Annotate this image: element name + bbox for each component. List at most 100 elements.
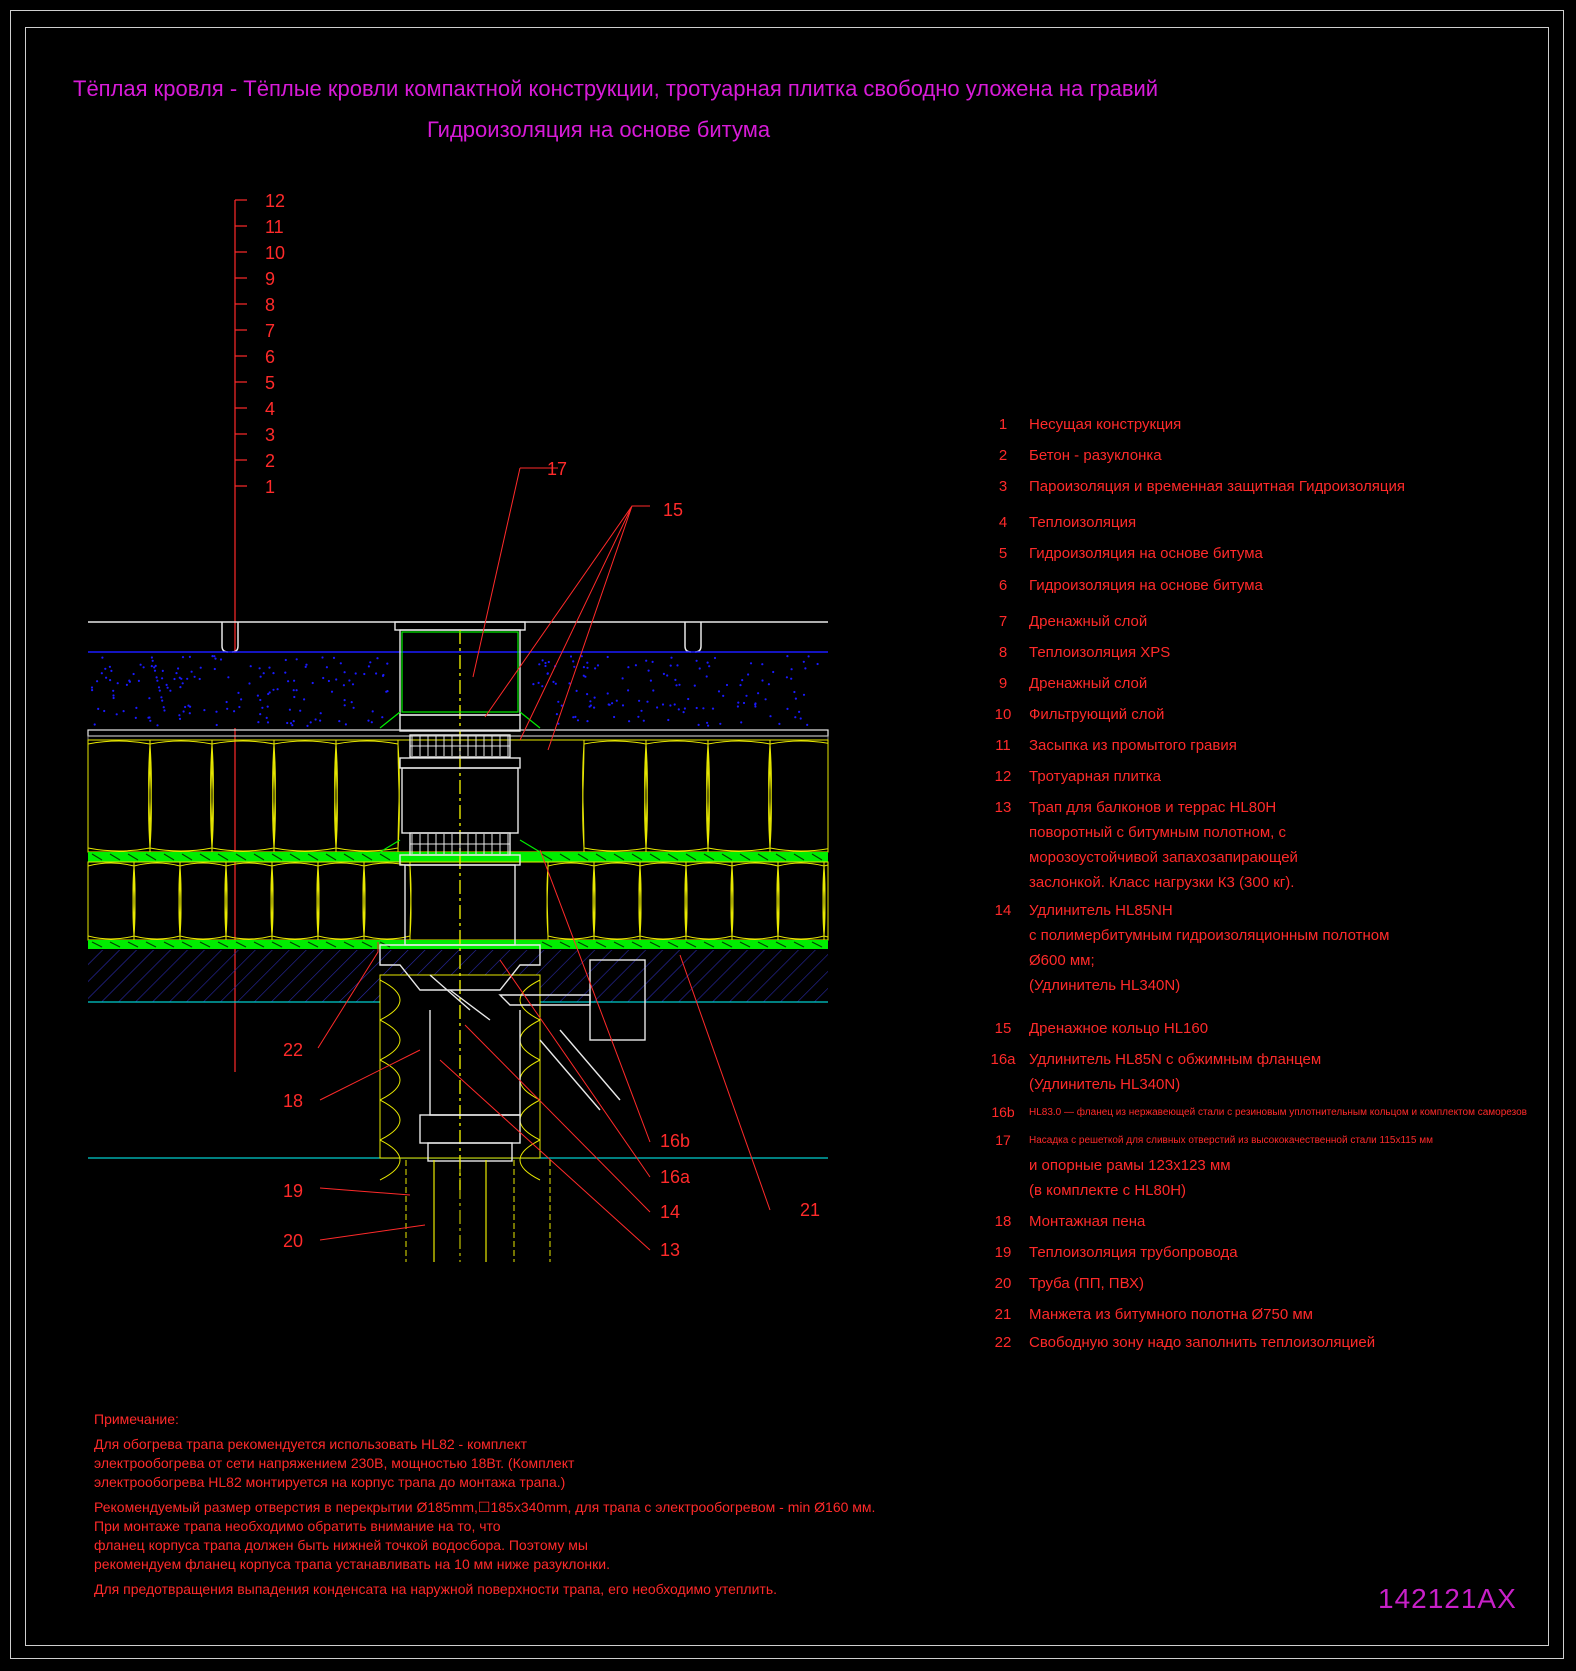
insulation-loop <box>706 740 772 852</box>
legend-number: 1 <box>998 416 1008 433</box>
insulation-loop <box>362 862 412 940</box>
legend-number: 7 <box>998 613 1008 630</box>
gravel-dot <box>572 660 575 663</box>
drain-dash <box>775 941 787 948</box>
drain-dash <box>559 941 571 948</box>
scale-label: 1 <box>265 477 275 497</box>
gravel-dot <box>568 682 571 685</box>
insulation-loop <box>644 740 710 852</box>
gravel-dot <box>287 680 290 683</box>
gravel-dot <box>552 680 555 684</box>
note-line: электрообогрева от сети напряжением 230В… <box>94 1455 575 1471</box>
gravel-dot <box>179 686 182 689</box>
drain-dash <box>181 853 193 861</box>
gravel-dot <box>178 676 181 679</box>
gravel-dot <box>322 676 325 680</box>
gravel-dot <box>669 664 672 667</box>
gravel-dot <box>739 684 742 687</box>
gravel-dot <box>213 667 216 671</box>
gravel-dot <box>740 721 743 724</box>
drainage-ring <box>379 631 541 853</box>
drain-dash <box>649 853 661 861</box>
gravel-dot <box>266 705 269 708</box>
drain-dash <box>235 941 247 948</box>
gravel-dot <box>645 659 648 662</box>
insulation-loop <box>270 862 320 940</box>
gravel-dot <box>256 694 259 697</box>
gravel-dot <box>181 682 184 685</box>
drain-dash <box>613 941 625 948</box>
gravel-dot <box>156 724 159 727</box>
notes-paragraph-2: Рекомендуемый размер отверстия в перекры… <box>94 1498 894 1574</box>
gravel-dot <box>749 662 753 665</box>
drain-dash <box>739 941 751 948</box>
gravel-dot <box>161 699 164 702</box>
drain-dash <box>667 941 679 948</box>
drain-dash <box>631 853 643 861</box>
scale-label: 4 <box>265 399 275 419</box>
drain-dash <box>361 941 373 948</box>
gravel-dot <box>652 689 655 692</box>
insulation-xps <box>88 740 828 852</box>
insulation-loop <box>224 862 274 940</box>
gravel-dot <box>335 678 338 681</box>
drain-dash <box>361 853 373 861</box>
gravel-dot <box>638 699 641 702</box>
gravel-dot <box>178 714 181 717</box>
gravel-dot <box>670 656 673 659</box>
gravel-dot <box>305 663 308 666</box>
legend-text: Фильтрующий слой <box>1029 706 1165 723</box>
scale-label: 8 <box>265 295 275 315</box>
note-line: Для предотвращения выпадения конденсата … <box>94 1581 778 1597</box>
gravel-dot <box>370 721 373 724</box>
gravel-dot <box>532 683 535 686</box>
scale-label: 9 <box>265 269 275 289</box>
gravel-dot <box>292 720 295 723</box>
insulation-loop <box>592 862 642 940</box>
legend-text: Теплоизоляция XPS <box>1029 644 1171 661</box>
gravel-dot <box>338 720 341 723</box>
gravel-dot <box>178 717 182 721</box>
drain-dash <box>271 941 283 948</box>
drain-dash <box>307 941 319 948</box>
gravel-dot <box>757 692 760 695</box>
gravel-dot <box>666 674 669 677</box>
gravel-dot <box>627 689 630 692</box>
insulation-loop <box>334 740 400 852</box>
gravel-dot <box>677 708 680 711</box>
drain-membrane-upper <box>88 852 828 863</box>
drain-dash <box>217 853 229 861</box>
gravel-dot <box>284 658 287 662</box>
legend-text: Гидроизоляция на основе битума <box>1029 577 1263 594</box>
gravel-dot <box>804 667 807 670</box>
legend-text: Удлинитель HL85NH с полимербитумным гидр… <box>1029 902 1390 994</box>
hole-insulation-loop <box>519 1139 541 1181</box>
gravel-dot <box>115 713 118 716</box>
gravel-dot <box>683 707 687 710</box>
drawing-code: 142121AX <box>1378 1583 1517 1614</box>
insulation-loop <box>776 862 826 940</box>
gravel-dot <box>91 689 94 692</box>
gravel-dot <box>706 661 709 664</box>
gravel-dot <box>314 718 317 721</box>
gravel-dot <box>268 666 271 669</box>
gravel-dot <box>265 716 268 720</box>
gravel-dot <box>669 704 672 707</box>
gravel-dot <box>642 719 645 722</box>
callout-20: 20 <box>283 1231 303 1251</box>
title-line-1: Тёплая кровля - Тёплые кровли компактной… <box>73 76 1159 101</box>
scale-label: 12 <box>265 191 285 211</box>
gravel-dot <box>646 700 649 703</box>
gravel-dot <box>687 697 690 701</box>
gravel-dot <box>215 723 218 727</box>
gravel-dot <box>128 679 131 682</box>
drain-dash <box>127 941 139 948</box>
insulation-loop <box>272 740 338 852</box>
note-line: При монтаже трапа необходимо обратить вн… <box>94 1518 501 1534</box>
gravel-dot <box>155 676 158 679</box>
gravel-dot <box>628 720 631 723</box>
gravel-dot <box>649 679 653 682</box>
insulation-loop <box>88 862 136 940</box>
legend-text: Засыпка из промытого гравия <box>1029 737 1237 754</box>
